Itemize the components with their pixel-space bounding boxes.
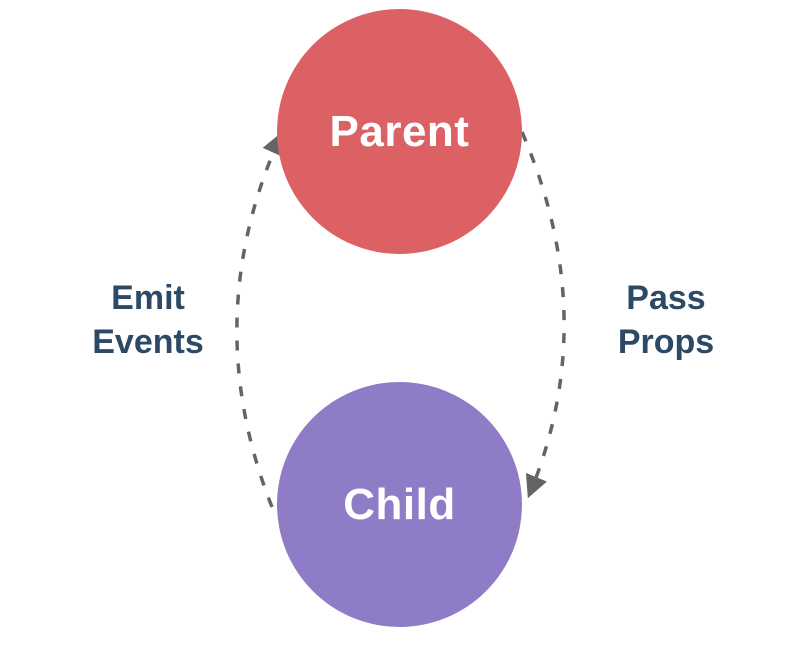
node-parent: Parent — [277, 9, 522, 254]
pass-props-arrow — [520, 131, 566, 499]
emit-events-label-line1: Emit — [111, 279, 185, 317]
node-child: Child — [277, 382, 522, 627]
pass-props-label-line1: Pass — [626, 279, 706, 317]
node-child-label: Child — [343, 479, 456, 529]
pass-props-label-line2: Props — [617, 323, 715, 361]
node-parent-label: Parent — [329, 106, 470, 156]
emit-events-label: Emit Events — [38, 276, 258, 364]
pass-props-label: Pass Props — [556, 276, 776, 364]
emit-events-label-line2: Events — [92, 323, 204, 361]
emit-events-arrow — [235, 131, 284, 508]
